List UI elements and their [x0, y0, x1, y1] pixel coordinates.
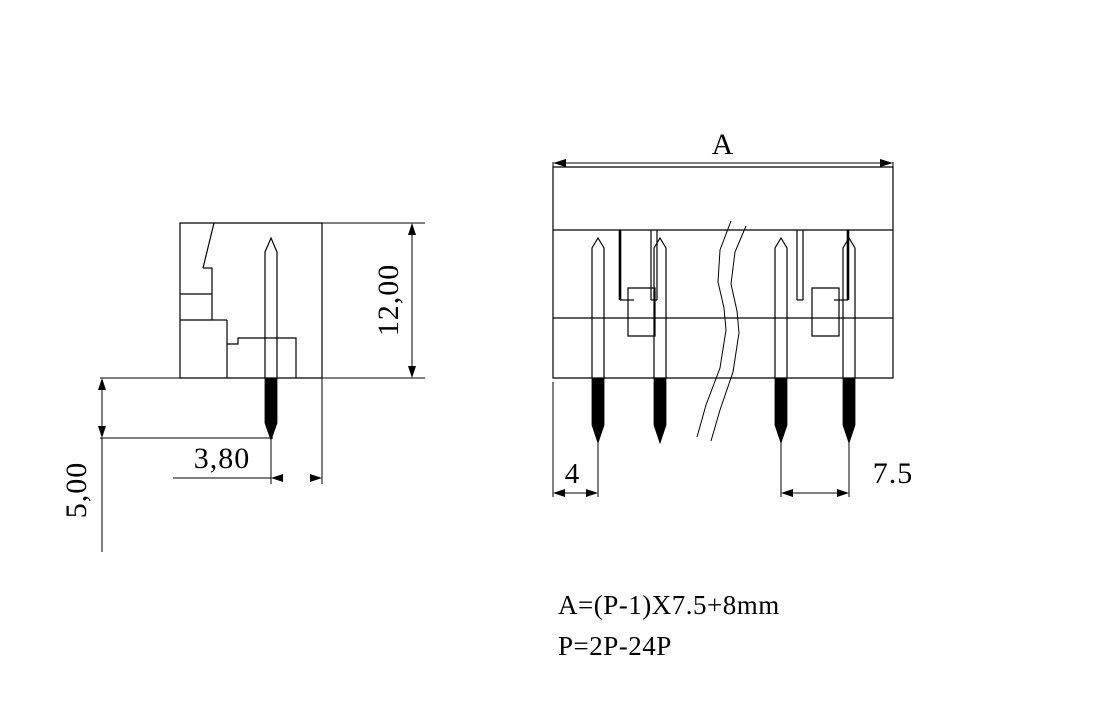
side-view-group: 12,00 5,00 3,80	[60, 222, 425, 552]
dimension-label-overall-width: A	[712, 128, 735, 161]
side-view-body-outline	[179, 222, 323, 379]
note-pole-range: P=2P-24P	[558, 631, 672, 661]
side-view-pin-solid	[264, 377, 278, 442]
side-view-housing-profile	[180, 222, 297, 378]
break-line-symbol	[696, 220, 747, 442]
dimension-label-pin-offset: 3,80	[194, 442, 251, 475]
front-view-body-outline	[552, 166, 894, 379]
side-view-pin	[264, 236, 278, 378]
dimension-overall-width-A: A	[552, 128, 894, 167]
dimension-pin-offset-380: 3,80	[173, 378, 323, 484]
dimension-pitch-75: 7.5	[780, 443, 914, 497]
dimension-label-edge-to-pin: 4	[565, 458, 580, 490]
front-view-group: A 4 7.5	[552, 128, 914, 497]
note-formula-a: A=(P-1)X7.5+8mm	[558, 590, 780, 620]
dimension-height-12: 12,00	[322, 222, 425, 379]
dimension-label-pitch: 7.5	[873, 457, 914, 490]
dimension-label-pin-length: 5,00	[60, 462, 93, 519]
dimension-edge-to-pin-4: 4	[552, 382, 599, 497]
dimension-pin-length-5: 5,00	[60, 377, 322, 552]
front-view-pin-group-left	[591, 230, 667, 445]
front-view-pin-group-right	[774, 230, 856, 445]
dimension-label-height: 12,00	[372, 264, 405, 337]
notes-block: A=(P-1)X7.5+8mm P=2P-24P	[558, 590, 780, 661]
